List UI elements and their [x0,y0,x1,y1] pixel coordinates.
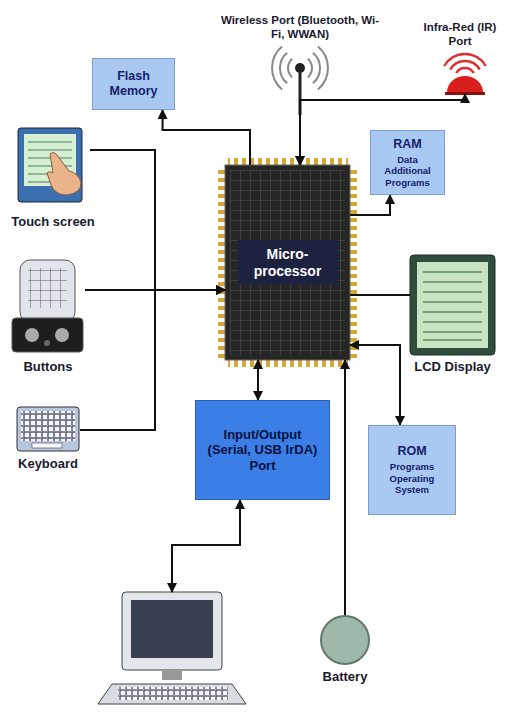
computer-icon-part [162,670,182,680]
lcd-icon-part [410,255,495,355]
infrared-icon-part [447,76,483,92]
buttons-icon-part [55,328,69,342]
keyboard-icon-part [32,443,62,448]
node-label: Infra-Red (IR) Port [422,21,498,49]
label-group: LCD Display [410,359,495,375]
chip-illustration-part [228,360,348,367]
touch-screen-icon [18,128,82,202]
connector [350,195,390,215]
lcd-icon-part [423,272,482,340]
computer-icon [98,592,246,704]
node-label: Touch screen [3,214,103,230]
antenna-icon-part [313,53,320,84]
microprocessor: Micro- processor [225,165,350,360]
lcd-icon-part [417,262,488,348]
box-text: Data Additional Programs [376,154,439,188]
connector [350,345,400,425]
io-computer-cable-part [172,500,240,592]
antenna-icon-part [272,47,282,90]
node-label: Buttons [3,359,93,375]
keyboard-icon-part [21,411,75,441]
box-text: Flash Memory [98,69,169,99]
node-label: Battery [305,669,385,685]
buttons-icon-part [25,328,39,342]
infrared-icon-part [444,54,486,66]
wireless-port: Wireless Port (Bluetooth, Wi-Fi, WWAN) [270,45,330,115]
connector [257,360,259,400]
connector [350,294,410,296]
touch-screen: Touch screen [15,125,90,210]
keyboard: Keyboard [15,405,80,452]
antenna-icon-part [308,59,312,77]
chip-illustration-part [230,170,345,355]
node-label: Wireless Port (Bluetooth, Wi-Fi, WWAN) [215,14,385,42]
label-group: Battery [305,669,385,685]
connector [344,360,346,615]
battery-icon-part [321,616,369,664]
flash-memory-box: Flash Memory [92,58,175,110]
infrared-port: Infra-Red (IR) Port [440,52,490,94]
lcd-display: LCD Display [410,255,495,355]
io-port-box: Input/Output (Serial, USB IrDA) Port [195,400,330,500]
buttons-icon-part [20,260,75,322]
battery-icon [321,616,369,664]
buttons-icon [12,260,83,352]
box-text: Input/Output (Serial, USB IrDA) Port [201,427,324,474]
antenna-icon-part [288,59,292,77]
lcd-icon [410,255,495,355]
label-group: Infra-Red (IR) Port [422,21,498,49]
io-computer-cable [172,500,240,592]
antenna-icon-part [318,47,328,90]
touch-screen-icon-part [47,153,81,195]
box-text: Programs Operating System [374,461,450,495]
chip-illustration-part [350,168,357,358]
touch-screen-icon-part [18,128,82,202]
infrared-icon [444,54,486,95]
computer-icon-part [131,600,213,658]
box-heading: RAM [393,137,421,152]
keyboard-icon [17,407,79,451]
chip-illustration-part [225,165,350,360]
antenna-icon-part [280,53,287,84]
label-group: Touch screen [3,214,103,230]
infrared-icon-part [450,61,479,69]
rom-box: ROM Programs Operating System [368,425,456,515]
antenna-icon-part [295,63,305,73]
computer-icon-part [118,687,228,700]
buttons-icon-part [12,318,83,352]
chip-illustration [218,158,357,367]
buttons: Buttons [10,258,85,355]
buttons-icon-part [44,340,50,346]
buttons-icon-part [28,268,67,308]
chip-illustration-part [228,158,348,165]
infrared-icon-part [456,68,473,73]
chip-illustration-part [218,168,225,358]
keyboard-icon-part [17,407,79,451]
battery: Battery [320,615,370,665]
label-group: Keyboard [3,456,93,472]
computer-icon-part [98,684,246,704]
ram-box: RAM Data Additional Programs [370,130,445,195]
node-label: Keyboard [3,456,93,472]
connector [163,110,250,165]
label-group: Buttons [3,359,93,375]
label-group: Wireless Port (Bluetooth, Wi-Fi, WWAN) [215,14,385,42]
computer-icon-part [122,592,222,670]
box-text: Micro- processor [238,240,338,286]
node-label: LCD Display [410,359,495,375]
box-heading: ROM [397,444,426,459]
connector [90,150,225,290]
